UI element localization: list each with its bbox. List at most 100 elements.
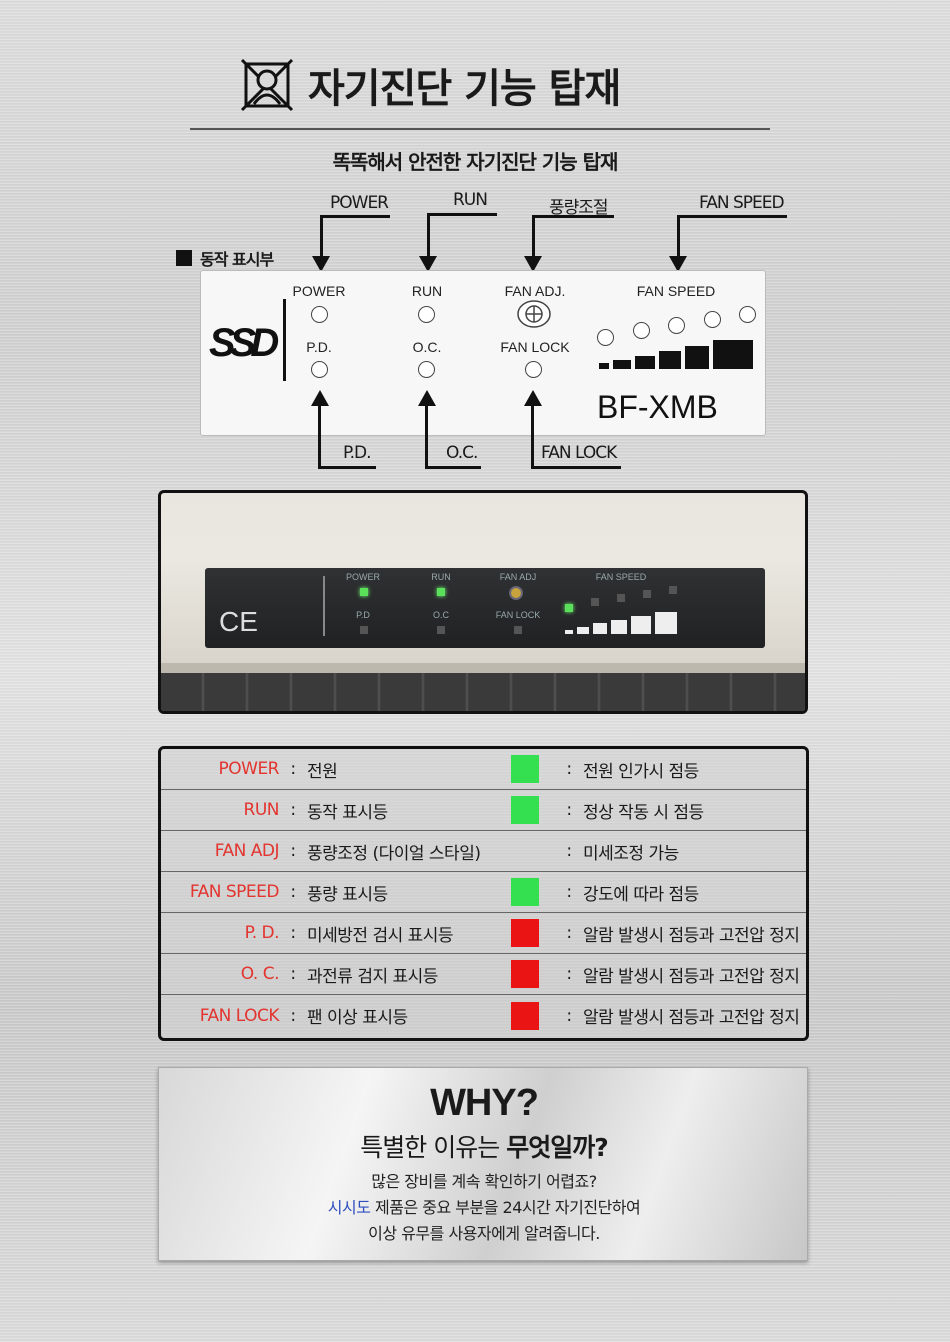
top-label-run: RUN [453,190,488,210]
panel-label-run: RUN [411,283,443,299]
row-key: P. D. [244,923,280,943]
panel-label-power: POWER [292,283,346,299]
row-separator: : [290,800,296,820]
legend-label: 동작 표시부 [176,246,274,270]
photo-pd-led [360,626,368,634]
fan-speed-led-4 [704,311,721,328]
row-separator: : [290,841,296,861]
arrow-line [531,466,621,469]
row-key: FAN ADJ [214,841,280,861]
row-note: 알람 발생시 점등과 고전압 정지 [583,1008,800,1028]
fan-speed-bar-3 [635,356,655,369]
self-diagnosis-icon [240,58,294,112]
arrow-line [532,215,614,218]
arrow-line [532,215,535,257]
brand-name: 시시도 [327,1198,371,1217]
top-label-power: POWER [330,193,389,213]
panel-label-fan-lock: FAN LOCK [500,339,570,355]
row-key: FAN SPEED [189,882,280,902]
row-note: 알람 발생시 점등과 고전압 정지 [583,966,800,987]
row-key: FAN LOCK [199,1005,280,1026]
row-separator: : [290,759,296,779]
fan-speed-led-1 [597,329,614,346]
panel-label-pd: P.D. [306,339,332,355]
why-line-3: 이상 유무를 사용자에게 알려줍니다. [368,1224,600,1243]
row-note: 전원 인가시 점등 [583,761,699,782]
arrow-line [677,215,787,218]
row-key: RUN [243,800,280,820]
photo-run-led [437,588,445,596]
row-description: 동작 표시등 [307,802,388,823]
arrow-line [320,215,323,257]
brand-logo: SSD [209,321,279,365]
arrow-line [320,215,390,218]
photo-label-fan-adj: FAN ADJ [499,572,537,582]
indicator-table: POWER : 전원 : 전원 인가시 점등 RUN : 동작 표시등 : 정상… [158,746,809,1041]
control-panel-diagram: SSD POWER RUN FAN ADJ. FAN SPEED P.D. O.… [200,270,766,436]
row-description: 풍량조정 (다이얼 스타일) [307,843,481,864]
row-description: 풍량 표시등 [307,884,388,905]
arrow-line [425,404,428,468]
table-row: FAN SPEED : 풍량 표시등 : 강도에 따라 점등 [161,872,806,913]
panel-label-fan-adj: FAN ADJ. [504,283,566,299]
photo-speed-bar-2 [577,627,589,634]
row-separator: : [290,923,296,943]
row-separator: : [566,841,572,861]
model-name: BF-XMB [597,389,718,425]
arrow-line [318,466,376,469]
fan-speed-led-3 [668,317,685,334]
why-line-2: 시시도 제품은 중요 부분을 24시간 자기진단하여 [159,1194,809,1218]
why-subtitle: 특별한 이유는 무엇일까? [159,1128,809,1164]
bottom-label-oc: O.C. [446,443,478,463]
page-title: 자기진단 기능 탑재 [308,66,621,112]
arrow-line [427,213,430,257]
photo-speed-bar-4 [611,620,627,634]
arrow-line [531,404,534,468]
arrow-line [427,213,497,216]
why-title: WHY? [430,1082,539,1124]
photo-label-fan-speed: FAN SPEED [595,572,647,582]
oc-led [418,361,435,378]
run-led [418,306,435,323]
fan-speed-bar-4 [659,351,681,369]
row-description: 과전류 검지 표시등 [307,966,438,987]
title-row: 자기진단 기능 탑재 [240,55,710,115]
panel-label-fan-speed: FAN SPEED [636,283,716,299]
table-row: FAN ADJ : 풍량조정 (다이얼 스타일) : 미세조정 가능 [161,831,806,872]
table-row: RUN : 동작 표시등 : 정상 작동 시 점등 [161,790,806,831]
row-note: 정상 작동 시 점등 [583,802,704,823]
page-subtitle: 똑똑해서 안전한 자기진단 기능 탑재 [332,150,619,174]
photo-oc-led [437,626,445,634]
legend-text: 동작 표시부 [200,250,274,269]
photo-fan-speed-led-5 [669,586,677,594]
why-section: WHY? 특별한 이유는 무엇일까? 많은 장비를 계속 확인하기 어렵죠? 시… [158,1067,808,1261]
row-separator: : [566,1005,572,1026]
row-separator: : [290,1005,296,1026]
row-separator: : [290,964,296,984]
row-note: 미세조정 가능 [583,843,679,864]
photo-control-panel: CE POWER RUN FAN ADJ FAN SPEED P.D O.C F… [205,568,765,648]
why-subtitle-bold: 무엇일까? [506,1133,609,1162]
photo-fan-speed-led-3 [617,594,625,602]
arrow-up-icon [311,390,329,406]
row-separator: : [290,882,296,902]
power-led [311,306,328,323]
row-note: 알람 발생시 점등과 고전압 정지 [583,925,800,946]
green-indicator [511,796,539,824]
photo-divider [323,576,325,636]
photo-power-led [360,588,368,596]
pd-led [311,361,328,378]
fan-speed-led-5 [739,306,756,323]
photo-fan-speed-led-1 [565,604,573,612]
top-label-fan-speed: FAN SPEED [699,193,785,213]
green-indicator [511,755,539,783]
photo-speed-bar-6 [655,612,677,634]
photo-speed-bar-1 [565,630,573,634]
table-row: FAN LOCK : 팬 이상 표시등 : 알람 발생시 점등과 고전압 정지 [161,995,806,1036]
row-description: 전원 [307,761,338,782]
row-separator: : [566,964,572,984]
legend-square-icon [176,250,192,266]
bottom-label-pd: P.D. [343,443,371,463]
fan-speed-bar-1 [599,363,609,369]
red-indicator [511,1001,539,1030]
